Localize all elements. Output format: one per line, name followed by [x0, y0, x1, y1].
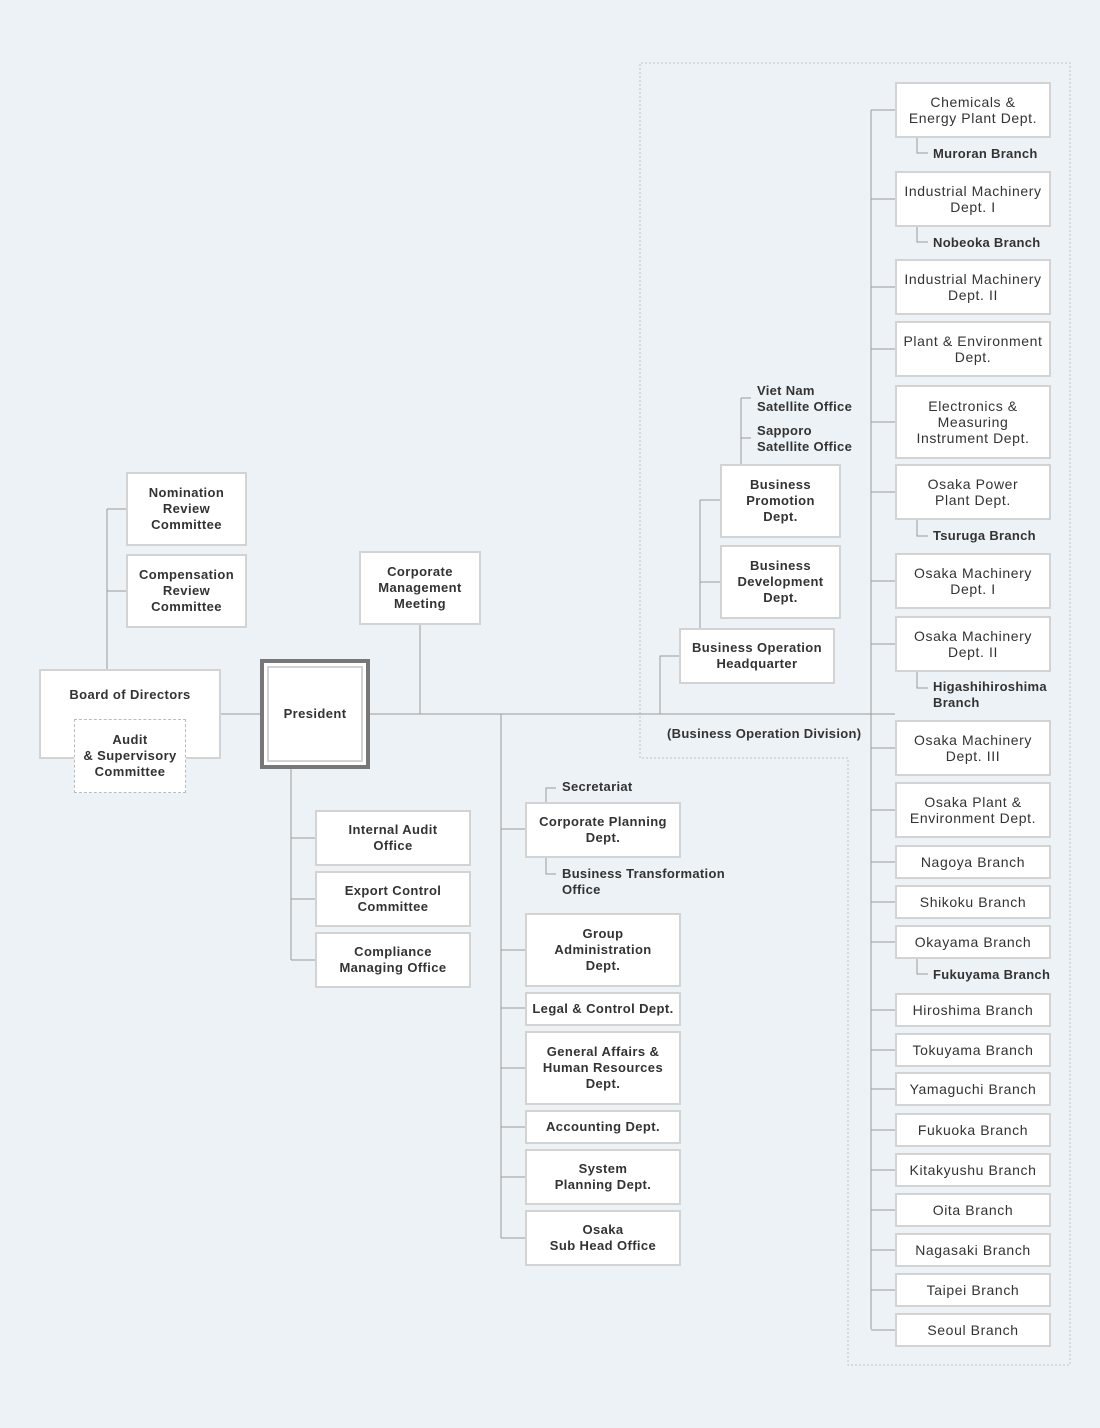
- sub-branch-label: Higashihiroshima Branch: [933, 679, 1047, 710]
- sub-branch-label: Muroran Branch: [933, 146, 1038, 161]
- business-promotion-dept-label: Business Promotion Dept.: [746, 477, 815, 524]
- business-unit-box: Industrial Machinery Dept. I: [895, 171, 1051, 227]
- business-unit-label: Osaka Machinery Dept. II: [914, 628, 1032, 660]
- corporate-planning-dept-label: Corporate Planning Dept.: [539, 814, 667, 845]
- compliance-managing-office-box: Compliance Managing Office: [315, 932, 471, 988]
- osaka-sub-head-office-label: Osaka Sub Head Office: [549, 1222, 657, 1253]
- business-unit-box: Seoul Branch: [895, 1313, 1051, 1347]
- business-unit-box: Osaka Machinery Dept. I: [895, 553, 1051, 609]
- president-label: President: [283, 706, 347, 721]
- legal-control-dept-box: Legal & Control Dept.: [525, 992, 681, 1026]
- group-administration-dept-label: Group Administration Dept.: [554, 926, 652, 973]
- secretariat-label: Secretariat: [562, 779, 633, 794]
- sub-branch-label: Tsuruga Branch: [933, 528, 1036, 543]
- business-unit-label: Osaka Power Plant Dept.: [927, 476, 1019, 508]
- business-unit-box: Okayama Branch: [895, 925, 1051, 959]
- business-development-dept-box: Business Development Dept.: [720, 545, 841, 619]
- business-unit-label: Electronics & Measuring Instrument Dept.: [916, 398, 1030, 446]
- viet-nam-satellite-office-label: Viet Nam Satellite Office: [757, 383, 853, 414]
- business-unit-label: Plant & Environment Dept.: [903, 333, 1043, 365]
- general-affairs-hr-dept-label: General Affairs & Human Resources Dept.: [542, 1044, 664, 1091]
- audit-supervisory-committee-box: Audit & Supervisory Committee: [74, 719, 186, 793]
- sub-branch-label: Fukuyama Branch: [933, 967, 1051, 982]
- business-unit-label: Kitakyushu Branch: [909, 1162, 1037, 1178]
- business-unit-box: Plant & Environment Dept.: [895, 321, 1051, 377]
- business-unit-label: Industrial Machinery Dept. II: [904, 271, 1042, 303]
- corporate-planning-dept-box: Corporate Planning Dept.: [525, 802, 681, 858]
- business-unit-box: Tokuyama Branch: [895, 1033, 1051, 1067]
- business-unit-box: Industrial Machinery Dept. II: [895, 259, 1051, 315]
- osaka-sub-head-office-box: Osaka Sub Head Office: [525, 1210, 681, 1266]
- business-unit-label: Fukuoka Branch: [917, 1122, 1029, 1138]
- business-unit-label: Osaka Machinery Dept. III: [914, 732, 1032, 764]
- president-box: President: [260, 659, 370, 769]
- system-planning-dept-label: System Planning Dept.: [554, 1161, 652, 1192]
- business-unit-label: Yamaguchi Branch: [909, 1081, 1037, 1097]
- business-unit-box: Osaka Machinery Dept. II: [895, 616, 1051, 672]
- business-unit-label: Osaka Plant & Environment Dept.: [909, 794, 1037, 826]
- audit-supervisory-committee-label: Audit & Supervisory Committee: [83, 732, 177, 779]
- business-unit-label: Osaka Machinery Dept. I: [914, 565, 1032, 597]
- business-unit-box: Kitakyushu Branch: [895, 1153, 1051, 1187]
- business-unit-label: Oita Branch: [932, 1202, 1014, 1218]
- business-unit-box: Electronics & Measuring Instrument Dept.: [895, 385, 1051, 459]
- business-unit-label: Tokuyama Branch: [912, 1042, 1034, 1058]
- internal-audit-office-label: Internal Audit Office: [348, 822, 438, 853]
- sapporo-satellite-office-label: Sapporo Satellite Office: [757, 423, 853, 454]
- export-control-committee-label: Export Control Committee: [344, 883, 442, 914]
- business-unit-label: Industrial Machinery Dept. I: [904, 183, 1042, 215]
- business-unit-label: Okayama Branch: [914, 934, 1032, 950]
- business-operation-headquarter-box: Business Operation Headquarter: [679, 628, 835, 684]
- board-of-directors-label: Board of Directors: [69, 687, 191, 702]
- export-control-committee-box: Export Control Committee: [315, 871, 471, 927]
- business-promotion-dept-box: Business Promotion Dept.: [720, 464, 841, 538]
- business-development-dept-label: Business Development Dept.: [737, 558, 824, 605]
- business-transformation-office-label: Business Transformation Office: [562, 866, 725, 897]
- compliance-managing-office-label: Compliance Managing Office: [339, 944, 447, 975]
- business-unit-box: Fukuoka Branch: [895, 1113, 1051, 1147]
- internal-audit-office-box: Internal Audit Office: [315, 810, 471, 866]
- nomination-review-committee-label: Nomination Review Committee: [148, 485, 225, 532]
- business-unit-box: Hiroshima Branch: [895, 993, 1051, 1027]
- business-unit-label: Hiroshima Branch: [912, 1002, 1034, 1018]
- corporate-management-meeting-label: Corporate Management Meeting: [378, 564, 462, 611]
- business-unit-label: Nagoya Branch: [920, 854, 1026, 870]
- business-unit-box: Chemicals & Energy Plant Dept.: [895, 82, 1051, 138]
- business-unit-box: Nagasaki Branch: [895, 1233, 1051, 1267]
- business-operation-headquarter-label: Business Operation Headquarter: [691, 640, 822, 671]
- accounting-dept-label: Accounting Dept.: [545, 1119, 660, 1134]
- business-unit-box: Oita Branch: [895, 1193, 1051, 1227]
- business-unit-label: Chemicals & Energy Plant Dept.: [908, 94, 1038, 126]
- nomination-review-committee-box: Nomination Review Committee: [126, 472, 247, 546]
- business-unit-label: Nagasaki Branch: [915, 1242, 1031, 1258]
- president-inner-frame: President: [267, 666, 363, 762]
- business-unit-box: Nagoya Branch: [895, 845, 1051, 879]
- business-unit-box: Taipei Branch: [895, 1273, 1051, 1307]
- accounting-dept-box: Accounting Dept.: [525, 1110, 681, 1144]
- corporate-management-meeting-box: Corporate Management Meeting: [359, 551, 481, 625]
- business-unit-label: Shikoku Branch: [919, 894, 1027, 910]
- business-unit-box: Shikoku Branch: [895, 885, 1051, 919]
- business-unit-label: Taipei Branch: [926, 1282, 1020, 1298]
- legal-control-dept-label: Legal & Control Dept.: [532, 1001, 674, 1016]
- business-unit-box: Osaka Plant & Environment Dept.: [895, 782, 1051, 838]
- compensation-review-committee-box: Compensation Review Committee: [126, 554, 247, 628]
- business-unit-box: Osaka Power Plant Dept.: [895, 464, 1051, 520]
- general-affairs-hr-dept-box: General Affairs & Human Resources Dept.: [525, 1031, 681, 1105]
- business-operation-division-label: (Business Operation Division): [667, 726, 862, 741]
- system-planning-dept-box: System Planning Dept.: [525, 1149, 681, 1205]
- business-unit-box: Yamaguchi Branch: [895, 1072, 1051, 1106]
- business-unit-box: Osaka Machinery Dept. III: [895, 720, 1051, 776]
- business-unit-label: Seoul Branch: [927, 1322, 1019, 1338]
- compensation-review-committee-label: Compensation Review Committee: [138, 567, 235, 614]
- group-administration-dept-box: Group Administration Dept.: [525, 913, 681, 987]
- sub-branch-label: Nobeoka Branch: [933, 235, 1041, 250]
